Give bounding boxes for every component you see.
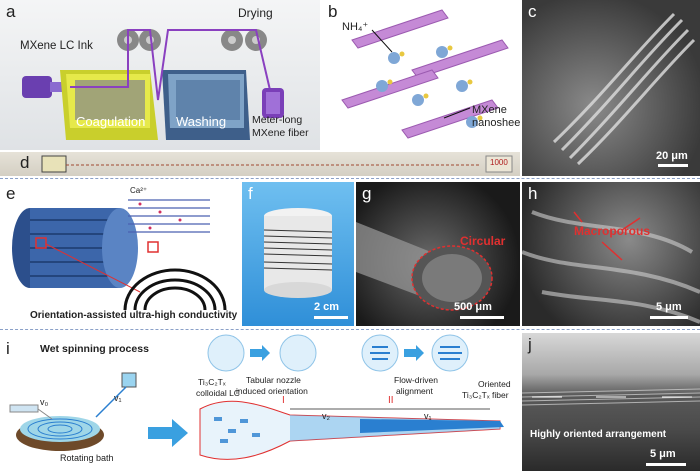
scale-label-h: 5 μm: [656, 301, 682, 313]
scale-bar-c: [658, 164, 688, 167]
coagulation-label: Coagulation: [76, 114, 146, 129]
panel-f: f 2 cm: [242, 182, 354, 326]
v1b-label: v₁: [424, 411, 432, 421]
scale-bar-f: [314, 316, 348, 319]
region-ii-label: II: [388, 395, 394, 406]
separator-1: [0, 178, 700, 179]
ink-label: MXene LC Ink: [20, 40, 93, 52]
oriented-caption: Highly oriented arrangement: [530, 429, 667, 440]
rotating-bath-label: Rotating bath: [60, 453, 114, 463]
mxene-nanosheet-diagram: [341, 9, 509, 139]
spinning-setup-illustration: [22, 29, 284, 140]
macroporous-note: Macroporous: [574, 224, 651, 238]
photo-tag: 1000: [490, 158, 508, 167]
wound-fiber-spool-photo: [263, 208, 333, 298]
panel-c: c 20 μm: [522, 0, 700, 176]
nozzle-label-2: induced orientation: [236, 386, 308, 396]
panel-a-label: a: [6, 2, 16, 21]
panel-j-label: j: [528, 335, 532, 354]
washing-label: Washing: [176, 114, 227, 129]
colloid-label-2: colloidal LC: [196, 388, 240, 398]
panel-e: e Ca²⁺ Orientation-assisted ultra-high c…: [0, 182, 240, 326]
nanosheets-label: nanosheets: [472, 117, 520, 129]
v0-label: v₀: [40, 397, 49, 407]
fiber-label-1: Oriented: [478, 379, 511, 389]
meter-long-fiber-photo: [41, 155, 513, 173]
panel-g: g Circular 500 μm: [356, 182, 520, 326]
mxene-label: MXene: [472, 104, 507, 116]
fiber-label-2: Ti₃C₂Tₓ fiber: [462, 390, 509, 400]
scale-label-g: 500 μm: [454, 301, 492, 313]
scale-bar-h: [650, 316, 688, 319]
panel-e-label: e: [6, 184, 16, 203]
panel-b: b NH₄⁺ MXene nanosheets: [322, 0, 520, 150]
scale-label-c: 20 μm: [656, 150, 688, 162]
fiber-cross-section-sem: [356, 222, 493, 311]
panel-b-label: b: [328, 2, 338, 21]
meter-long-label: Meter-long: [252, 114, 303, 126]
panel-j: j Highly oriented arrangement 5 μm: [522, 333, 700, 471]
region-i-label: I: [282, 395, 285, 406]
fiber-sem-image: [552, 12, 696, 166]
v1-label: v₁: [114, 393, 122, 403]
v2-label: v₂: [322, 411, 330, 421]
panel-i-label: i: [6, 339, 10, 358]
macroporous-sem-image: [522, 210, 700, 324]
scale-label-j: 5 μm: [650, 448, 676, 460]
panel-a: a MXene LC Ink Coagulation Washing Dryin…: [0, 0, 320, 150]
scale-bar-g: [460, 316, 504, 319]
calcium-label: Ca²⁺: [130, 186, 148, 195]
panel-g-label: g: [362, 184, 372, 203]
scale-label-f: 2 cm: [314, 301, 340, 313]
panel-i: i Wet spinning process v₀ v₁ Rotating ba…: [0, 333, 520, 471]
circular-note: Circular: [460, 234, 506, 248]
drying-label: Drying: [238, 6, 273, 20]
separator-2: [0, 329, 700, 330]
wet-spinning-process-diagram: [9, 334, 504, 460]
colloid-label-1: Ti₃C₂Tₓ: [198, 377, 226, 387]
conductivity-caption: Orientation-assisted ultra-high conducti…: [30, 310, 238, 321]
panel-c-label: c: [528, 2, 537, 21]
fiber-conductivity-diagram: [12, 199, 227, 311]
panel-d-label: d: [20, 153, 30, 172]
panel-h-label: h: [528, 184, 538, 203]
oriented-arrangement-sem: [522, 388, 700, 406]
panel-f-label: f: [248, 184, 253, 203]
mxene-fiber-label: MXene fiber: [252, 127, 309, 139]
panel-h: h Macroporous 5 μm: [522, 182, 700, 326]
flow-label-2: alignment: [396, 386, 433, 396]
scale-bar-j: [646, 463, 686, 466]
wet-spinning-title: Wet spinning process: [40, 343, 149, 355]
flow-label-1: Flow-driven: [394, 375, 438, 385]
nozzle-label-1: Tabular nozzle: [246, 375, 301, 385]
ammonium-label: NH₄⁺: [342, 21, 369, 33]
panel-d: d 1000: [0, 152, 520, 176]
